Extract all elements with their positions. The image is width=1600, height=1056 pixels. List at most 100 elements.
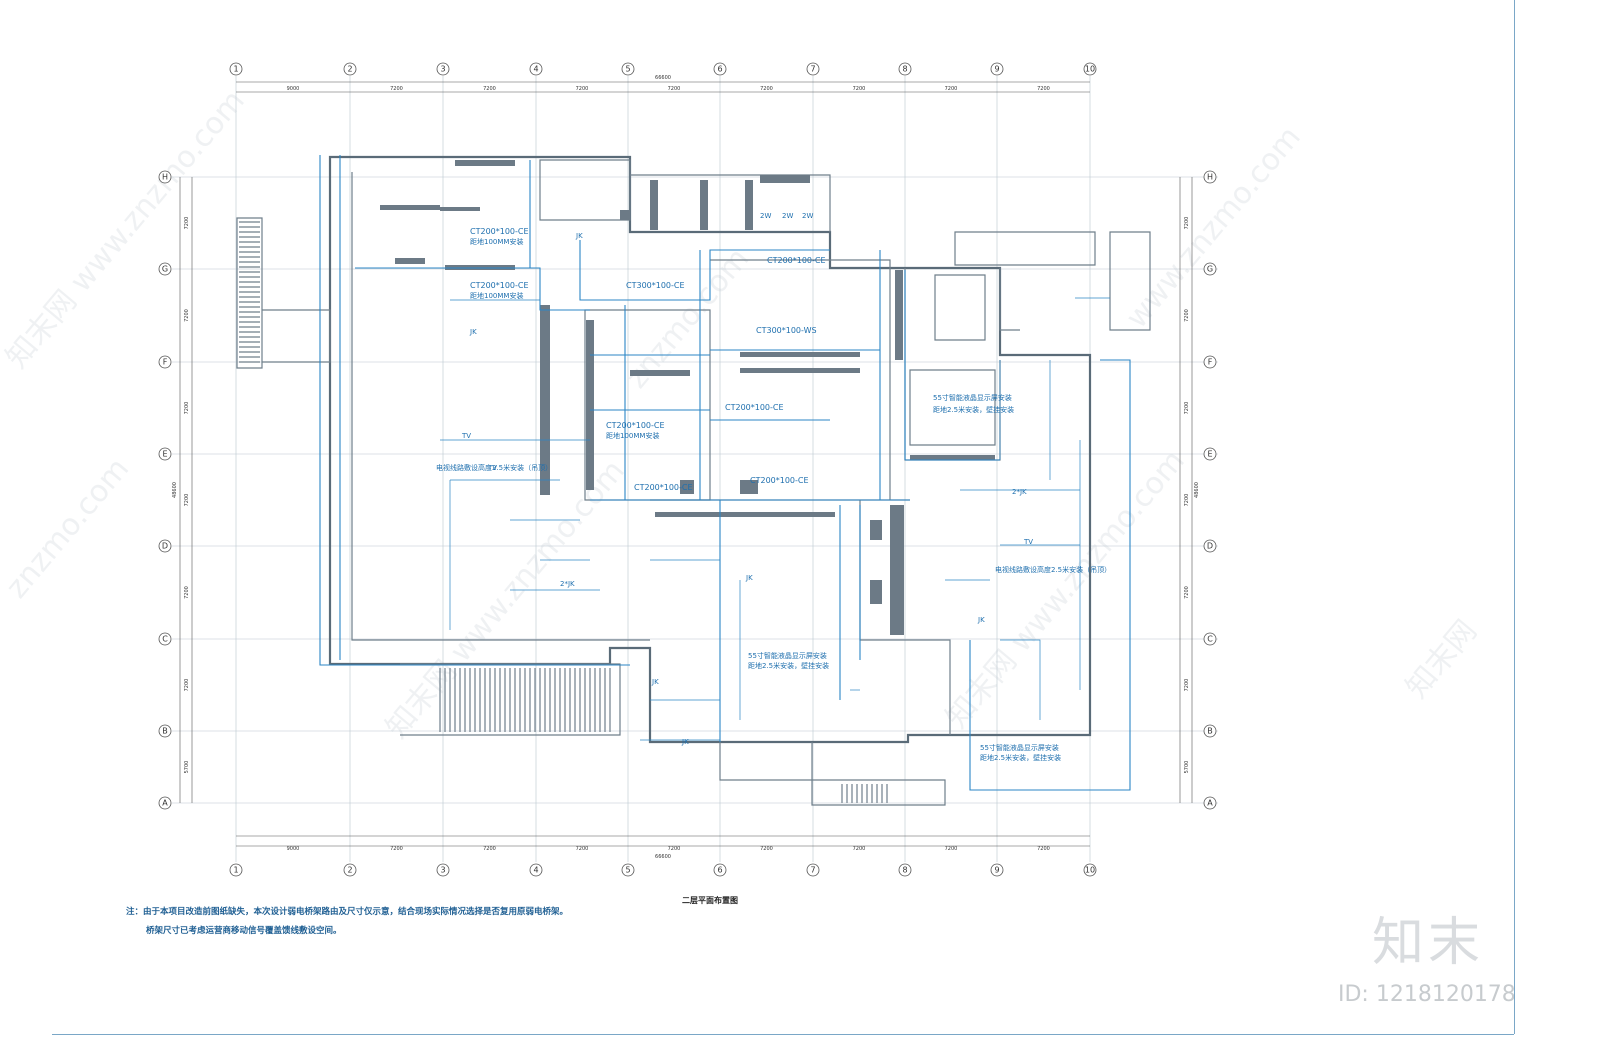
dimension-label: 7200 bbox=[184, 309, 190, 322]
axis-label: 2 bbox=[347, 65, 352, 74]
axis-bubble bbox=[1203, 539, 1217, 553]
cable-note: 距地2.5米安装，壁挂安装 bbox=[748, 661, 829, 670]
dimension-label: 7200 bbox=[184, 679, 190, 692]
axis-bubble bbox=[806, 62, 820, 76]
cable-routes bbox=[319, 155, 1131, 791]
axis-label: 1 bbox=[233, 866, 238, 875]
design-note: 桥架尺寸已考虑运营商移动信号覆盖馈线敷设空间。 bbox=[146, 926, 342, 936]
axis-label: F bbox=[163, 358, 168, 367]
dimension-label: 7200 bbox=[1184, 309, 1190, 322]
axis-bubble bbox=[158, 539, 172, 553]
cable-mark: 2W bbox=[760, 212, 771, 220]
axis-label: E bbox=[162, 450, 167, 459]
axis-bubble bbox=[343, 62, 357, 76]
tray-label: CT200*100-CE bbox=[634, 483, 693, 492]
axis-bubble bbox=[158, 632, 172, 646]
dimension-label: 9000 bbox=[287, 86, 300, 92]
id-watermark: ID: 1218120178 bbox=[1338, 982, 1516, 1007]
dimension-label: 7200 bbox=[390, 86, 403, 92]
overall-height-label: 48600 bbox=[1194, 482, 1200, 498]
axis-bubble bbox=[1203, 796, 1217, 810]
axis-label: 8 bbox=[902, 866, 907, 875]
dimension-label: 7200 bbox=[945, 846, 958, 852]
tray-sub-label: 距地100MM安装 bbox=[470, 237, 523, 246]
frame-border-bottom bbox=[52, 1034, 1514, 1035]
dimension-label: 7200 bbox=[483, 846, 496, 852]
axis-label: H bbox=[1207, 173, 1213, 182]
axis-bubble bbox=[1203, 170, 1217, 184]
dimension-label: 7200 bbox=[184, 586, 190, 599]
axis-label: 1 bbox=[233, 65, 238, 74]
cable-note: 距地2.5米安装，壁挂安装 bbox=[933, 405, 1014, 414]
cable-mark: TV bbox=[461, 432, 471, 440]
axis-label: 7 bbox=[810, 65, 815, 74]
axis-bubble bbox=[1083, 863, 1097, 877]
dimension-label: 7200 bbox=[184, 402, 190, 415]
axis-bubble bbox=[1203, 262, 1217, 276]
axis-label: 9 bbox=[994, 65, 999, 74]
axis-bubble bbox=[621, 62, 635, 76]
dimension-label: 7200 bbox=[1184, 402, 1190, 415]
dimension-label: 7200 bbox=[1037, 846, 1050, 852]
axis-bubble bbox=[158, 355, 172, 369]
axis-bubble bbox=[229, 863, 243, 877]
axis-label: 3 bbox=[440, 866, 445, 875]
axis-label: D bbox=[162, 542, 168, 551]
axis-bubble bbox=[529, 62, 543, 76]
axis-label: B bbox=[162, 727, 168, 736]
dimension-label: 5700 bbox=[184, 761, 190, 774]
cable-mark: JK bbox=[977, 616, 985, 624]
tray-sub-label: 距地100MM安装 bbox=[606, 431, 659, 440]
dimension-label: 7200 bbox=[853, 846, 866, 852]
axis-bubble bbox=[898, 863, 912, 877]
brand-watermark: 知末 bbox=[1372, 913, 1485, 973]
tray-label-group: CT200*100-CE CT200*100-CE CT300*100-CE C… bbox=[436, 212, 1111, 762]
dimension-label: 7200 bbox=[184, 494, 190, 507]
dimension-label: 7200 bbox=[390, 846, 403, 852]
cable-note: 电视线路敷设高度2.5米安装（吊顶） bbox=[995, 565, 1111, 574]
axis-bubble bbox=[158, 170, 172, 184]
dimension-label: 7200 bbox=[1184, 494, 1190, 507]
axis-label: 5 bbox=[625, 866, 630, 875]
cable-note: 55寸智能液晶显示屏安装 bbox=[933, 393, 1012, 402]
cable-note: 55寸智能液晶显示屏安装 bbox=[748, 651, 827, 660]
axis-bubble bbox=[158, 262, 172, 276]
axis-bubble bbox=[343, 863, 357, 877]
axis-bubble bbox=[158, 447, 172, 461]
cable-mark: 2*JK bbox=[560, 580, 575, 588]
axis-bubble bbox=[529, 863, 543, 877]
axis-label: 8 bbox=[902, 65, 907, 74]
drawing-title: 二层平面布置图 bbox=[682, 896, 738, 905]
axis-label: 4 bbox=[533, 866, 538, 875]
tray-label: CT200*100-CE bbox=[470, 281, 529, 290]
svg-text:znzmo.com: znzmo.com bbox=[0, 452, 136, 606]
axis-label: C bbox=[162, 635, 168, 644]
axis-bubble bbox=[1203, 724, 1217, 738]
stair-hatching bbox=[239, 221, 888, 803]
dimension-label: 7200 bbox=[668, 86, 681, 92]
axis-bubble bbox=[990, 62, 1004, 76]
axis-bubble bbox=[806, 863, 820, 877]
dimension-label: 5700 bbox=[1184, 761, 1190, 774]
axis-label: 10 bbox=[1085, 65, 1095, 74]
tray-label: CT200*100-CE bbox=[750, 476, 809, 485]
axis-label: 2 bbox=[347, 866, 352, 875]
tray-label: CT300*100-CE bbox=[626, 281, 685, 290]
axis-bubble bbox=[898, 62, 912, 76]
tray-label: CT200*100-CE bbox=[606, 421, 665, 430]
axis-bubble bbox=[436, 863, 450, 877]
axis-label: E bbox=[1207, 450, 1212, 459]
axis-label: A bbox=[162, 799, 168, 808]
axis-grid-lines bbox=[172, 76, 1218, 862]
axis-label: G bbox=[1207, 265, 1213, 274]
cable-note: 距地2.5米安装，壁挂安装 bbox=[980, 753, 1061, 762]
axis-bubble bbox=[1203, 447, 1217, 461]
dimension-label: 7200 bbox=[760, 86, 773, 92]
svg-text:www.znzmo.com: www.znzmo.com bbox=[1119, 120, 1308, 335]
axis-bubble bbox=[436, 62, 450, 76]
dimension-label: 9000 bbox=[287, 846, 300, 852]
cable-note: 电视线路敷设高度2.5米安装（吊顶） bbox=[436, 463, 552, 472]
axis-bubble bbox=[158, 724, 172, 738]
